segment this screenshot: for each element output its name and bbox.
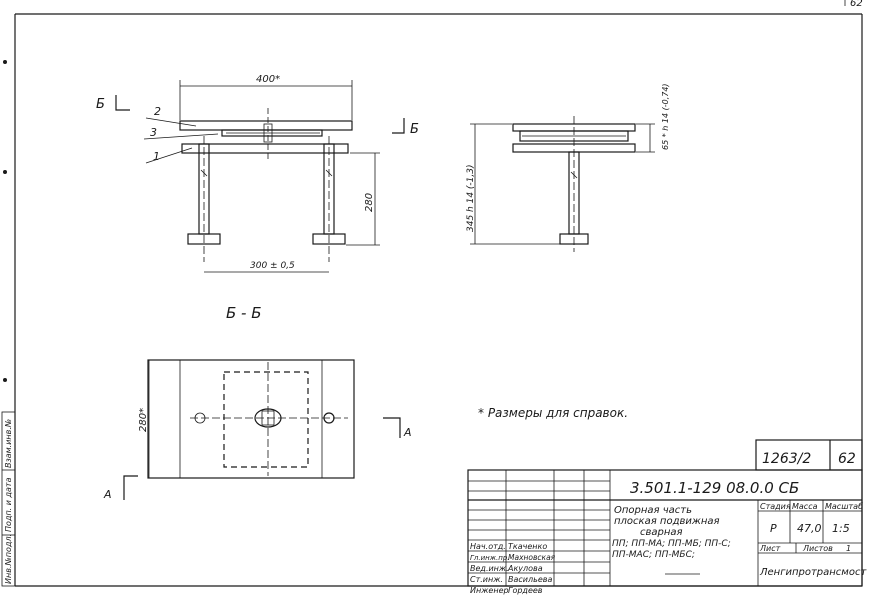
callout-1: 1 bbox=[153, 150, 160, 163]
plan-dim-height: 280* bbox=[138, 408, 149, 432]
role-3: Ст.инж. bbox=[470, 575, 503, 584]
dim-plate-height: 65 * h 14 (-0,74) bbox=[661, 83, 670, 150]
role-2: Вед.инж. bbox=[470, 564, 509, 573]
section-mark-left: Б bbox=[96, 97, 105, 112]
anchor-plate-left bbox=[187, 233, 221, 245]
sheets-label: Листов bbox=[802, 544, 833, 553]
title-line-4: ПП-МАС; ПП-МБС; bbox=[612, 550, 695, 560]
title-line-0: Опорная часть bbox=[614, 505, 692, 516]
top-plate bbox=[179, 120, 353, 131]
dim-total-height: 345 h 14 (-1,3) bbox=[466, 165, 476, 233]
stage-value: Р bbox=[770, 522, 777, 535]
title-line-2: сварная bbox=[640, 527, 683, 538]
plan-view: 280* А А bbox=[103, 359, 412, 501]
front-view: Б Б 2 3 1 400* bbox=[96, 74, 419, 273]
margin-label-sign: Подп. и дата bbox=[4, 477, 13, 532]
plan-base-plate bbox=[147, 359, 355, 479]
plan-bolt-hole-left bbox=[194, 412, 206, 424]
title-line-3: ПП; ПП-МА; ПП-МБ; ПП-С; bbox=[612, 539, 731, 549]
plan-section-arrow-right bbox=[383, 417, 401, 438]
margin-label-replace: Взам.инв.№ bbox=[4, 419, 13, 468]
side-view: 345 h 14 (-1,3) 65 * h 14 (-0,74) bbox=[466, 83, 670, 252]
header-mass: Масса bbox=[792, 502, 818, 511]
plan-section-arrow-left bbox=[123, 475, 138, 500]
plan-section-mark-left: А bbox=[103, 488, 112, 501]
section-arrow-right bbox=[392, 118, 405, 134]
scale-value: 1:5 bbox=[832, 522, 850, 535]
dim-bolt-spacing: 300 ± 0,5 bbox=[250, 261, 295, 271]
dim-width: 400* bbox=[256, 74, 280, 85]
margin-label-inv: Инв.№подл. bbox=[4, 534, 13, 584]
plan-bolt-hole-right bbox=[323, 412, 335, 424]
plan-section-mark-right: А bbox=[403, 426, 412, 439]
center-pin bbox=[263, 123, 273, 143]
name-2: Акулова bbox=[507, 564, 543, 573]
section-arrow-left bbox=[115, 95, 130, 111]
title-block: 1263/2 62 Нач.отд. Ткаченко Гл.инж.пр. М… bbox=[467, 439, 867, 595]
designation: 3.501.1-129 08.0.0 СБ bbox=[630, 479, 799, 497]
callout-3: 3 bbox=[150, 126, 157, 139]
name-3: Васильева bbox=[508, 575, 552, 584]
bottom-plate bbox=[181, 143, 349, 154]
main-stamp bbox=[467, 469, 863, 587]
plan-upper-plate-outline bbox=[223, 371, 309, 468]
side-margin-stamp: Инв.№подл. Подп. и дата Взам.инв.№ bbox=[1, 411, 16, 587]
section-label: Б - Б bbox=[226, 304, 262, 322]
punch-dot bbox=[3, 60, 7, 64]
section-mark-right: Б bbox=[410, 122, 419, 137]
header-stage: Стадия bbox=[760, 502, 791, 511]
role-0: Нач.отд. bbox=[470, 542, 506, 551]
name-4: Гордеев bbox=[508, 586, 543, 595]
reference-note: * Размеры для справок. bbox=[478, 406, 628, 420]
anchor-plate-right bbox=[312, 233, 346, 245]
title-line-1: плоская подвижная bbox=[614, 516, 720, 527]
header-scale: Масштаб bbox=[825, 502, 863, 511]
name-1: Махновская bbox=[508, 553, 556, 562]
sheets-count: 1 bbox=[846, 544, 851, 553]
mass-value: 47,0 bbox=[797, 522, 822, 535]
role-4: Инженер bbox=[470, 586, 509, 595]
dim-height: 280 bbox=[364, 193, 375, 212]
organization: Ленгипротрансмост bbox=[759, 567, 867, 578]
callout-2: 2 bbox=[154, 105, 161, 118]
role-1: Гл.инж.пр. bbox=[470, 554, 510, 562]
sheet-corner-number: 62 bbox=[850, 0, 863, 9]
punch-dot bbox=[3, 170, 7, 174]
archive-number: 1263/2 bbox=[762, 451, 811, 467]
sheet-label: Лист bbox=[759, 544, 781, 553]
name-0: Ткаченко bbox=[508, 542, 547, 551]
plan-center-pin bbox=[254, 408, 282, 428]
punch-dot bbox=[3, 378, 7, 382]
stamp-sheet-number: 62 bbox=[838, 451, 856, 467]
